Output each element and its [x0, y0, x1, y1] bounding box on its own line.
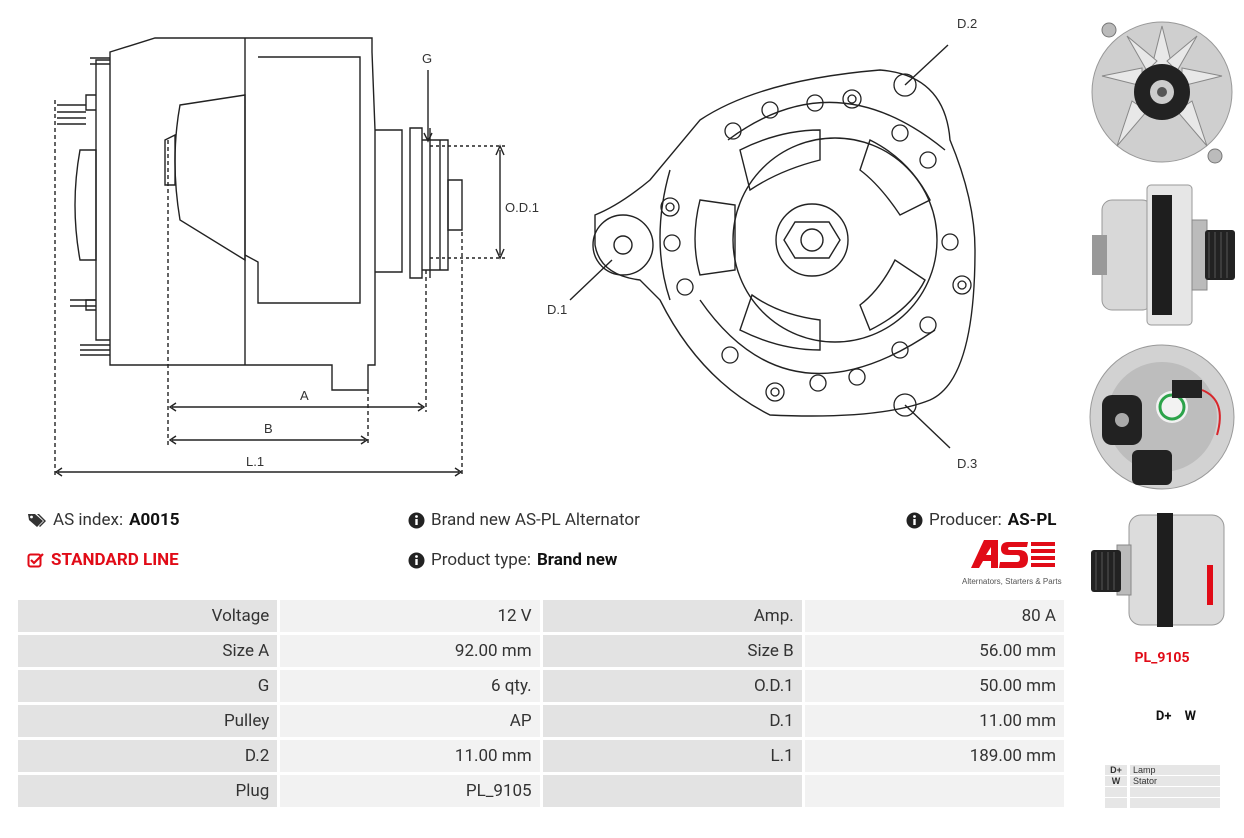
label-d1: D.1 [547, 302, 567, 317]
spec-value: 80 A [804, 600, 1064, 632]
as-index: AS index: A0015 [27, 510, 180, 530]
legend-terminal: W [1105, 776, 1127, 786]
description: Brand new AS-PL Alternator [408, 510, 640, 530]
logo-tagline: Alternators, Starters & Parts [962, 577, 1062, 586]
product-photo-rear [1087, 335, 1237, 497]
info-icon [408, 552, 425, 568]
spec-key: D.1 [542, 705, 802, 737]
spec-key: O.D.1 [542, 670, 802, 702]
label-od1: O.D.1 [505, 200, 539, 215]
spec-key: L.1 [542, 740, 802, 772]
legend-description: Stator [1130, 776, 1220, 786]
spec-value: AP [280, 705, 540, 737]
spec-value: 11.00 mm [804, 705, 1064, 737]
housing-outline [109, 37, 376, 391]
label-a: A [300, 388, 309, 403]
label-d3: D.3 [957, 456, 977, 471]
spec-key: Pulley [18, 705, 278, 737]
product-type-value: Brand new [536, 550, 618, 570]
spec-value [804, 775, 1064, 807]
legend-row [1105, 798, 1220, 808]
spec-key: Size B [542, 635, 802, 667]
spec-value: 12 V [280, 600, 540, 632]
spec-value: 189.00 mm [804, 740, 1064, 772]
spec-value: 6 qty. [280, 670, 540, 702]
label-l1: L.1 [246, 454, 264, 469]
legend-terminal [1105, 798, 1127, 808]
spec-value: 11.00 mm [280, 740, 540, 772]
label-d2: D.2 [957, 16, 977, 31]
product-type-label: Product type: [431, 550, 531, 570]
tags-icon [28, 514, 46, 527]
legend-terminal [1105, 787, 1127, 797]
legend-terminal: D+ [1105, 765, 1127, 775]
spec-key: D.2 [18, 740, 278, 772]
technical-drawing: G O.D.1 A B L.1 D.1 D.2 D.3 [54, 16, 977, 477]
producer-label: Producer: [929, 510, 1002, 530]
legend-row [1105, 787, 1220, 797]
product-photo-side [1087, 180, 1237, 330]
spec-value: 50.00 mm [804, 670, 1064, 702]
front-flange-outline [594, 69, 976, 417]
spec-key: G [18, 670, 278, 702]
info-icon [408, 512, 425, 528]
plug-name: PL_9105 [1134, 650, 1190, 666]
as-index-label: AS index: [53, 510, 124, 530]
info-icon [906, 512, 923, 528]
checkbox-checked-icon [27, 553, 44, 568]
product-photo-angle [1087, 505, 1237, 635]
producer: Producer: AS-PL [906, 510, 1057, 530]
spec-value: PL_9105 [280, 775, 540, 807]
plug-terminals: D+ W [1155, 709, 1197, 724]
as-pl-logo: Alternators, Starters & Parts [962, 538, 1068, 586]
legend-description [1130, 787, 1220, 797]
spec-key: Plug [18, 775, 278, 807]
spec-key: Amp. [542, 600, 802, 632]
spec-key: Voltage [18, 600, 278, 632]
legend-row: D+Lamp [1105, 765, 1220, 775]
legend-description: Lamp [1130, 765, 1220, 775]
product-type: Product type: Brand new [408, 550, 617, 570]
product-photo-front [1087, 6, 1237, 178]
spec-value: 92.00 mm [280, 635, 540, 667]
producer-value: AS-PL [1007, 510, 1057, 530]
as-logo-mark [971, 540, 1055, 568]
spec-key: Size A [18, 635, 278, 667]
label-g: G [422, 51, 432, 66]
as-index-value: A0015 [129, 510, 180, 530]
description-text: Brand new AS-PL Alternator [431, 510, 640, 530]
label-b: B [264, 421, 273, 436]
spec-value: 56.00 mm [804, 635, 1064, 667]
legend-description [1130, 798, 1220, 808]
standard-line-label: STANDARD LINE [51, 550, 179, 570]
standard-line-badge: STANDARD LINE [27, 550, 179, 570]
spec-key [542, 775, 802, 807]
